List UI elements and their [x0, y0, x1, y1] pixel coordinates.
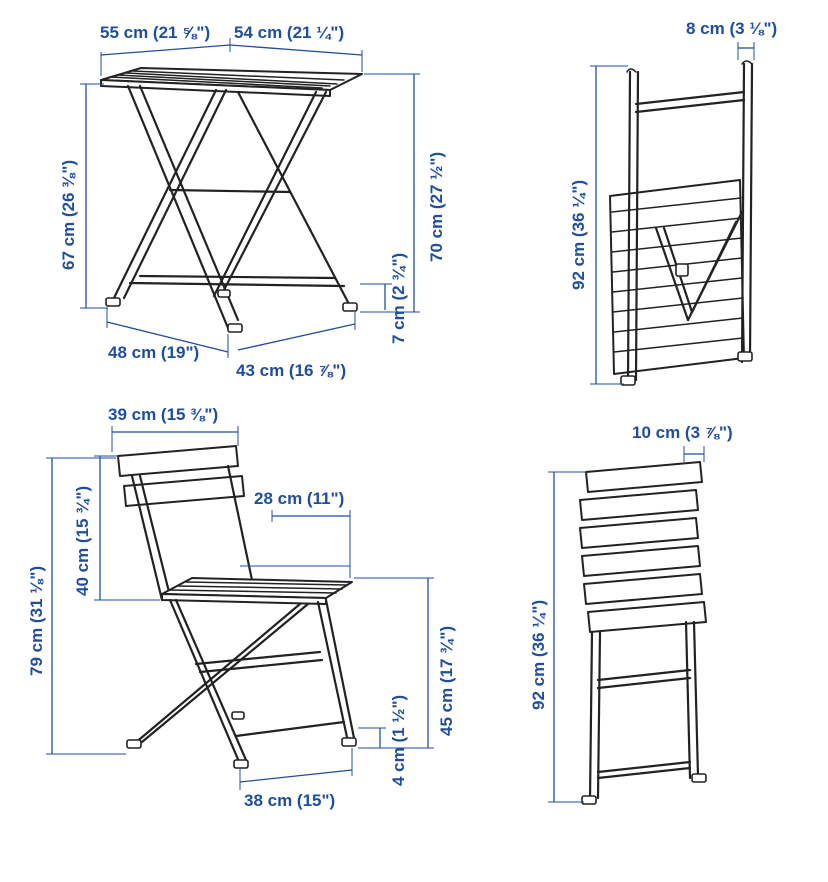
- table-base-depth-label: 43 cm (16 ⅞"): [236, 361, 346, 380]
- table-illustration: [100, 67, 363, 333]
- chair-dimensions: 39 cm (15 ⅜") 28 cm (11") 40 cm (15 ¾") …: [27, 405, 456, 810]
- table-width-label: 55 cm (21 ⅝"): [100, 23, 210, 42]
- table-foot-height-label: 7 cm (2 ¾"): [389, 253, 408, 344]
- folded-table-thickness-label: 8 cm (3 ⅛"): [686, 19, 777, 38]
- folded-chair-dimensions: 10 cm (3 ⅞") 92 cm (36 ¼"): [529, 423, 733, 803]
- table-dimensions: 55 cm (21 ⅝") 54 cm (21 ¼") 67 cm (26 ⅜"…: [59, 23, 446, 380]
- table-frame-height-label: 67 cm (26 ⅜"): [59, 160, 78, 270]
- chair-total-height-label: 79 cm (31 ⅛"): [27, 566, 46, 676]
- chair-illustration: [117, 445, 357, 769]
- chair-base-width-label: 38 cm (15"): [244, 791, 335, 810]
- chair-backrest-width-label: 39 cm (15 ⅜"): [108, 405, 218, 424]
- table-total-height-label: 70 cm (27 ½"): [427, 152, 446, 262]
- table-depth-label: 54 cm (21 ¼"): [234, 23, 344, 42]
- chair-foot-height-label: 4 cm (1 ½"): [389, 695, 408, 786]
- folded-table-height-label: 92 cm (36 ¼"): [569, 180, 588, 290]
- folded-chair-thickness-label: 10 cm (3 ⅞"): [632, 423, 733, 442]
- table-base-width-label: 48 cm (19"): [108, 343, 199, 362]
- folded-chair-height-label: 92 cm (36 ¼"): [529, 600, 548, 710]
- folded-table-illustration: [609, 60, 754, 386]
- chair-backrest-height-label: 40 cm (15 ¾"): [73, 486, 92, 596]
- chair-seat-height-label: 45 cm (17 ¾"): [437, 626, 456, 736]
- chair-seat-depth-label: 28 cm (11"): [254, 489, 344, 508]
- folded-chair-illustration: [579, 461, 707, 805]
- folded-table-dimensions: 8 cm (3 ⅛") 92 cm (36 ¼"): [569, 19, 777, 385]
